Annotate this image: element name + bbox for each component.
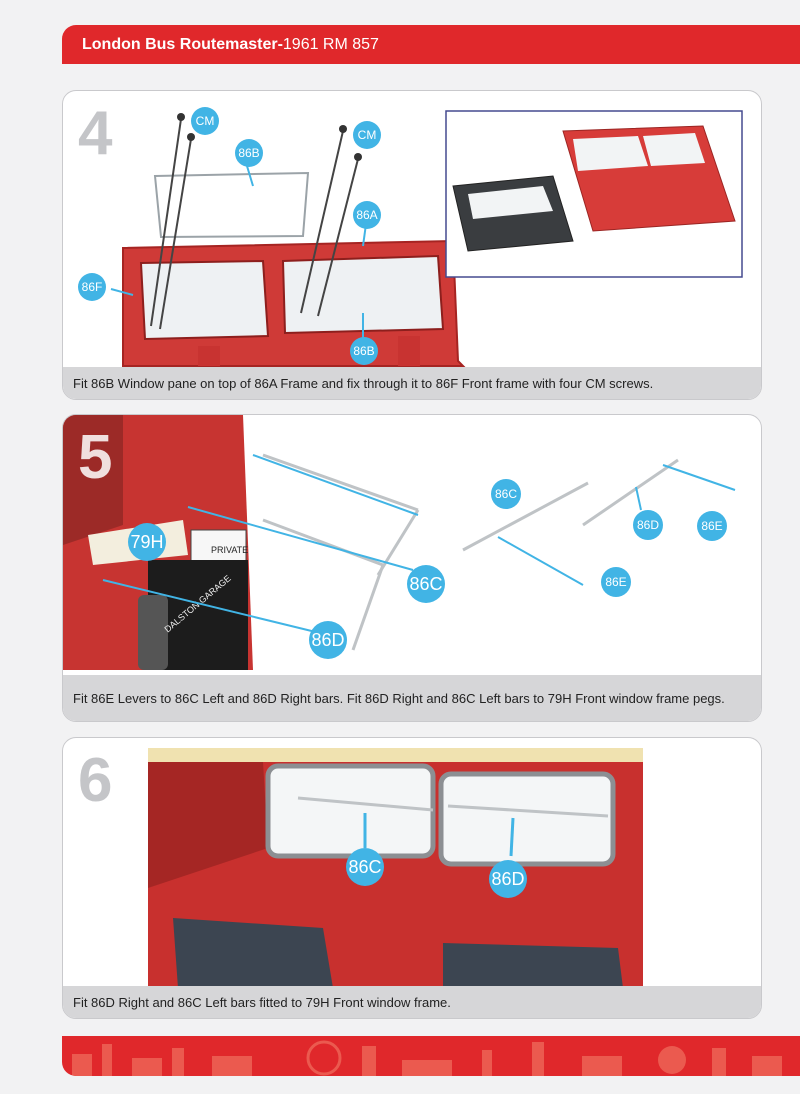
step-6-illustration xyxy=(148,748,643,988)
label-86d-detail: 86D xyxy=(633,510,663,540)
label-86a: 86A xyxy=(353,201,381,229)
label-86d-main: 86D xyxy=(309,621,347,659)
footer-skyline-band xyxy=(62,1036,800,1076)
label-86f: 86F xyxy=(78,273,106,301)
step-4-number: 4 xyxy=(78,99,113,168)
step-4-illustration xyxy=(110,110,743,367)
label-86d: 86D xyxy=(489,860,527,898)
label-cm-right: CM xyxy=(353,121,381,149)
step-5-caption: Fit 86E Levers to 86C Left and 86D Right… xyxy=(63,675,761,721)
step-6-caption: Fit 86D Right and 86C Left bars fitted t… xyxy=(63,986,761,1018)
label-86e-right: 86E xyxy=(697,511,727,541)
step-6-number: 6 xyxy=(78,746,113,815)
header-subtitle: 1961 RM 857 xyxy=(282,35,379,53)
label-86e-bottom: 86E xyxy=(601,567,631,597)
label-86b-bottom: 86B xyxy=(350,337,378,365)
step-5-number: 5 xyxy=(78,423,113,492)
label-79h: 79H xyxy=(128,523,166,561)
label-86c-main: 86C xyxy=(407,565,445,603)
label-cm-left: CM xyxy=(191,107,219,135)
label-86c: 86C xyxy=(346,848,384,886)
label-86b-top: 86B xyxy=(235,139,263,167)
sign-private: PRIVATE xyxy=(211,545,248,555)
step-5-panel: PRIVATE DALSTON GARAGE 5 79H 86C 86D 86C… xyxy=(62,414,762,722)
page-header: London Bus Routemaster- 1961 RM 857 xyxy=(62,25,800,64)
header-title: London Bus Routemaster- xyxy=(82,35,283,53)
step-4-caption: Fit 86B Window pane on top of 86A Frame … xyxy=(63,367,761,399)
step-4-panel: 4 CM CM 86B 86A 86F 86B Fit 86B Window p… xyxy=(62,90,762,400)
skyline-illustration xyxy=(72,1040,782,1076)
label-86c-detail: 86C xyxy=(491,479,521,509)
step-6-panel: 6 86C 86D Fit 86D Right and 86C Left bar… xyxy=(62,737,762,1019)
